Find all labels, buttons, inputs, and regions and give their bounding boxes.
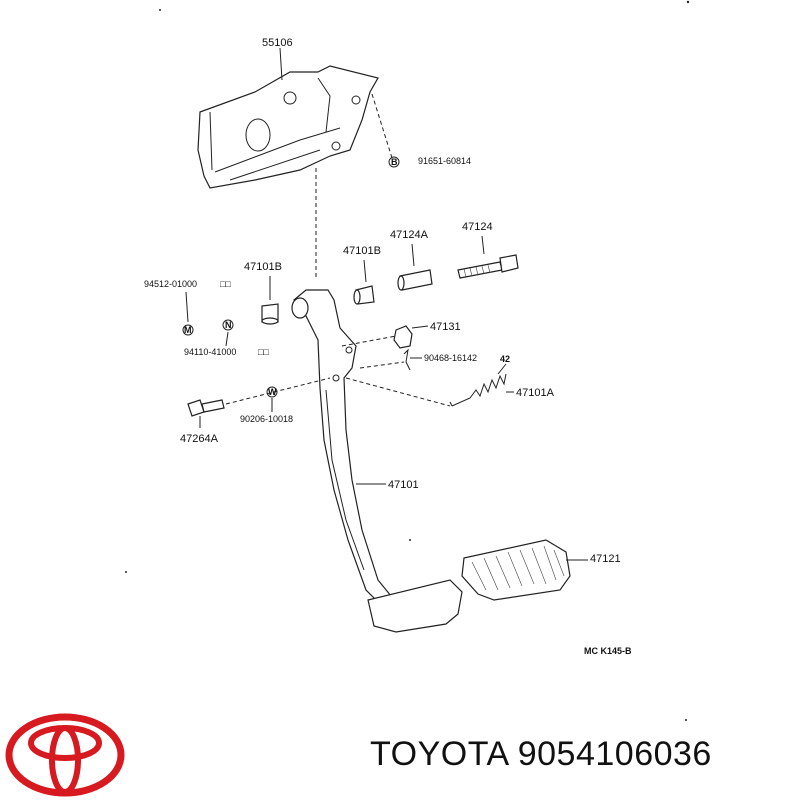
marker-m-label: M <box>184 325 192 335</box>
brake-pedal-arm <box>291 289 398 607</box>
label-47264a: 47264A <box>180 433 219 445</box>
diagram-ref-code: MC K145-B <box>584 646 632 656</box>
label-47124: 47124 <box>462 221 493 233</box>
nut-marker-m: M <box>182 324 194 336</box>
label-47101b-left: 47101B <box>244 261 282 273</box>
label-47101: 47101 <box>388 479 419 491</box>
label-94512: 94512-01000 <box>144 279 197 289</box>
marker-n-label: N <box>225 320 232 330</box>
washer-marker-w: W <box>266 386 278 398</box>
label-90468: 90468-16142 <box>424 353 477 363</box>
bolt-marker-b: B <box>388 156 400 168</box>
label-94110: 94110-41000 <box>184 347 236 357</box>
label-55106: 55106 <box>262 37 293 49</box>
label-42: 42 <box>500 354 510 364</box>
brand-name: TOYOTA <box>370 735 508 773</box>
pivot-bolt <box>457 254 519 279</box>
return-spring <box>449 373 507 407</box>
bushing-right <box>353 285 375 305</box>
pedal-pad <box>367 579 463 633</box>
label-47121: 47121 <box>590 553 621 565</box>
toyota-logo <box>5 713 125 797</box>
part-number: 9054106036 <box>517 735 712 773</box>
label-91651: 91651-60814 <box>418 156 471 166</box>
marker-w-label: W <box>268 387 277 397</box>
pedal-stopper <box>393 325 413 349</box>
brand-title: TOYOTA 9054106036 <box>370 735 712 774</box>
nut-marker-n: N <box>222 319 234 331</box>
label-47101a: 47101A <box>516 387 555 399</box>
pivot-collar <box>397 269 433 291</box>
label-90206: 90206-10018 <box>240 414 293 424</box>
qty-marks-1: □□ <box>220 279 231 289</box>
qty-marks-2: □□ <box>258 347 269 357</box>
label-47131: 47131 <box>430 321 461 333</box>
label-47101b-right: 47101B <box>343 245 381 257</box>
retaining-clip <box>403 348 411 371</box>
pedal-bracket <box>197 65 379 189</box>
bushing-left <box>261 303 279 325</box>
clevis-pin <box>187 399 225 417</box>
marker-b-label: B <box>391 157 398 167</box>
pedal-pad-cover <box>461 539 571 601</box>
label-47124a: 47124A <box>390 229 429 241</box>
